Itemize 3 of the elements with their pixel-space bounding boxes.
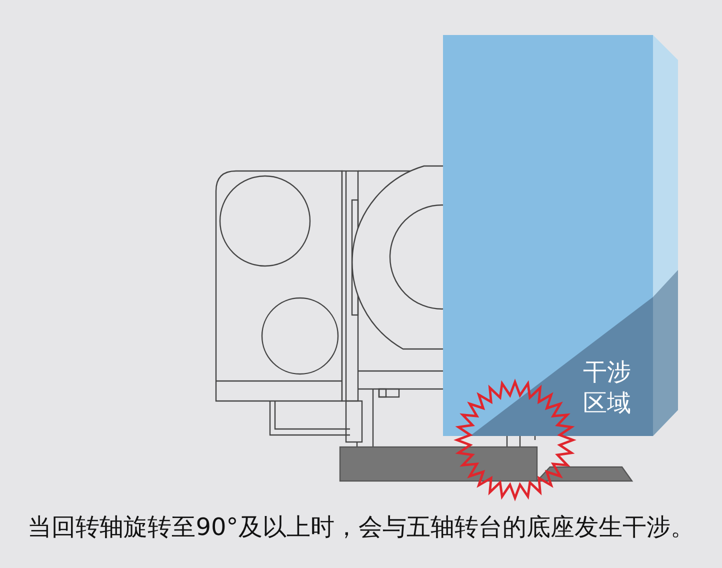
zone-label: 干涉区域 [583, 357, 632, 419]
caption: 当回转轴旋转至90°及以上时，会与五轴转台的底座发生干涉。 [26, 512, 696, 543]
interference-zone [443, 35, 678, 436]
